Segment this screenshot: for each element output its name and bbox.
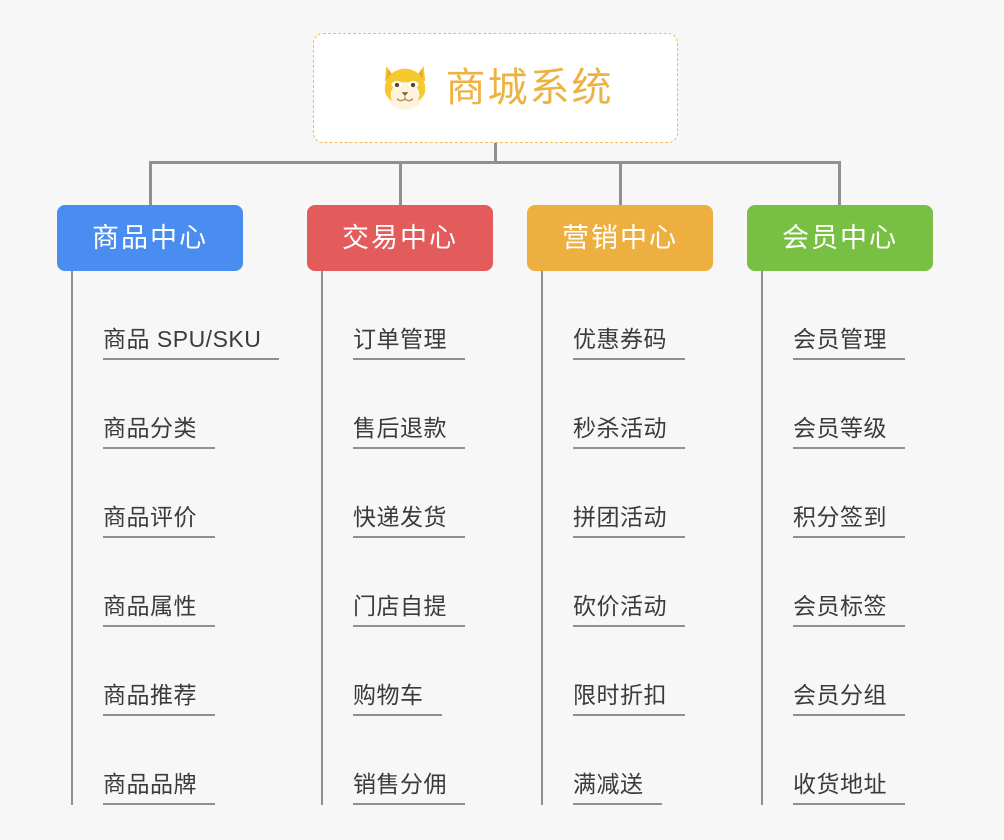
leaf-item[interactable]: 门店自提 [321, 538, 465, 627]
leaf-item[interactable]: 售后退款 [321, 360, 465, 449]
category-label-0: 商品中心 [92, 222, 208, 253]
leaf-item[interactable]: 积分签到 [761, 449, 905, 538]
leaf-label: 砍价活动 [573, 592, 667, 619]
leaf-item[interactable]: 会员标签 [761, 538, 905, 627]
leaf-item[interactable]: 优惠券码 [541, 271, 685, 360]
leaf-item[interactable]: 会员分组 [761, 627, 905, 716]
category-label-1: 交易中心 [342, 222, 458, 253]
leaf-column-0: 商品 SPU/SKU 商品分类 商品评价 商品属性 商品推荐 商品品牌 [71, 271, 280, 805]
category-node-0[interactable]: 商品中心 [57, 205, 243, 271]
leaf-underline: 会员等级 [793, 415, 905, 449]
leaf-underline: 秒杀活动 [573, 415, 685, 449]
leaf-underline: 商品品牌 [103, 771, 215, 805]
leaf-underline: 门店自提 [353, 593, 465, 627]
leaf-label: 收货地址 [793, 770, 887, 797]
leaf-label: 拼团活动 [573, 503, 667, 530]
root-title: 商城系统 [445, 66, 614, 110]
leaf-item[interactable]: 收货地址 [761, 716, 905, 805]
root-stem-line [494, 143, 497, 163]
leaf-item[interactable]: 购物车 [321, 627, 465, 716]
spine-line-2 [541, 271, 543, 805]
leaf-label: 会员等级 [793, 414, 887, 441]
leaf-item[interactable]: 订单管理 [321, 271, 465, 360]
leaf-label: 会员分组 [793, 681, 887, 708]
leaf-item[interactable]: 拼团活动 [541, 449, 685, 538]
horizontal-bus-line [149, 161, 841, 164]
spine-line-1 [321, 271, 323, 805]
leaf-underline: 限时折扣 [573, 682, 685, 716]
leaf-label: 门店自提 [353, 592, 447, 619]
leaf-label: 商品品牌 [103, 770, 197, 797]
leaf-underline: 会员管理 [793, 326, 905, 360]
leaf-item[interactable]: 销售分佣 [321, 716, 465, 805]
spine-line-3 [761, 271, 763, 805]
leaf-item[interactable]: 商品属性 [71, 538, 279, 627]
leaf-underline: 积分签到 [793, 504, 905, 538]
category-label-3: 会员中心 [782, 222, 898, 253]
leaf-underline: 会员标签 [793, 593, 905, 627]
leaf-label: 购物车 [353, 681, 424, 708]
leaf-label: 优惠券码 [573, 325, 667, 352]
leaf-label: 商品分类 [103, 414, 197, 441]
leaf-underline: 拼团活动 [573, 504, 685, 538]
leaf-underline: 商品评价 [103, 504, 215, 538]
spine-line-0 [71, 271, 73, 805]
category-node-3[interactable]: 会员中心 [747, 205, 933, 271]
leaf-column-2: 优惠券码 秒杀活动 拼团活动 砍价活动 限时折扣 满减送 [541, 271, 685, 805]
leaf-underline: 满减送 [573, 771, 662, 805]
leaf-underline: 购物车 [353, 682, 442, 716]
leaf-item[interactable]: 会员管理 [761, 271, 905, 360]
leaf-label: 积分签到 [793, 503, 887, 530]
leaf-label: 售后退款 [353, 414, 447, 441]
category-node-1[interactable]: 交易中心 [307, 205, 493, 271]
leaf-label: 商品 SPU/SKU [103, 325, 262, 352]
leaf-underline: 订单管理 [353, 326, 465, 360]
leaf-item[interactable]: 快递发货 [321, 449, 465, 538]
leaf-underline: 售后退款 [353, 415, 465, 449]
category-node-2[interactable]: 营销中心 [527, 205, 713, 271]
leaf-item[interactable]: 商品品牌 [71, 716, 279, 805]
leaf-underline: 会员分组 [793, 682, 905, 716]
leaf-label: 秒杀活动 [573, 414, 667, 441]
leaf-underline: 销售分佣 [353, 771, 465, 805]
shiba-dog-face-icon [384, 66, 425, 110]
leaf-underline: 收货地址 [793, 771, 905, 805]
leaf-label: 商品评价 [103, 503, 197, 530]
leaf-column-1: 订单管理 售后退款 快递发货 门店自提 购物车 销售分佣 [321, 271, 465, 805]
leaf-item[interactable]: 砍价活动 [541, 538, 685, 627]
leaf-item[interactable]: 限时折扣 [541, 627, 685, 716]
leaf-label: 商品推荐 [103, 681, 197, 708]
leaf-label: 商品属性 [103, 592, 197, 619]
leaf-label: 订单管理 [353, 325, 447, 352]
leaf-item[interactable]: 商品 SPU/SKU [71, 271, 280, 360]
root-node[interactable]: 商城系统 [313, 33, 678, 143]
drop-line-3 [838, 161, 841, 206]
leaf-item[interactable]: 商品分类 [71, 360, 279, 449]
leaf-column-3: 会员管理 会员等级 积分签到 会员标签 会员分组 收货地址 [761, 271, 905, 805]
leaf-underline: 优惠券码 [573, 326, 685, 360]
drop-line-0 [149, 161, 152, 206]
leaf-label: 快递发货 [353, 503, 447, 530]
leaf-underline: 快递发货 [353, 504, 465, 538]
leaf-item[interactable]: 秒杀活动 [541, 360, 685, 449]
drop-line-1 [399, 161, 402, 206]
leaf-item[interactable]: 满减送 [541, 716, 685, 805]
leaf-label: 销售分佣 [353, 770, 447, 797]
leaf-underline: 商品推荐 [103, 682, 215, 716]
leaf-underline: 商品属性 [103, 593, 215, 627]
leaf-label: 限时折扣 [573, 681, 667, 708]
leaf-label: 满减送 [573, 770, 644, 797]
leaf-label: 会员管理 [793, 325, 887, 352]
leaf-item[interactable]: 商品评价 [71, 449, 279, 538]
leaf-item[interactable]: 商品推荐 [71, 627, 279, 716]
leaf-item[interactable]: 会员等级 [761, 360, 905, 449]
category-label-2: 营销中心 [562, 222, 678, 253]
leaf-underline: 商品 SPU/SKU [103, 325, 280, 360]
leaf-label: 会员标签 [793, 592, 887, 619]
drop-line-2 [619, 161, 622, 206]
leaf-underline: 砍价活动 [573, 593, 685, 627]
leaf-underline: 商品分类 [103, 415, 215, 449]
